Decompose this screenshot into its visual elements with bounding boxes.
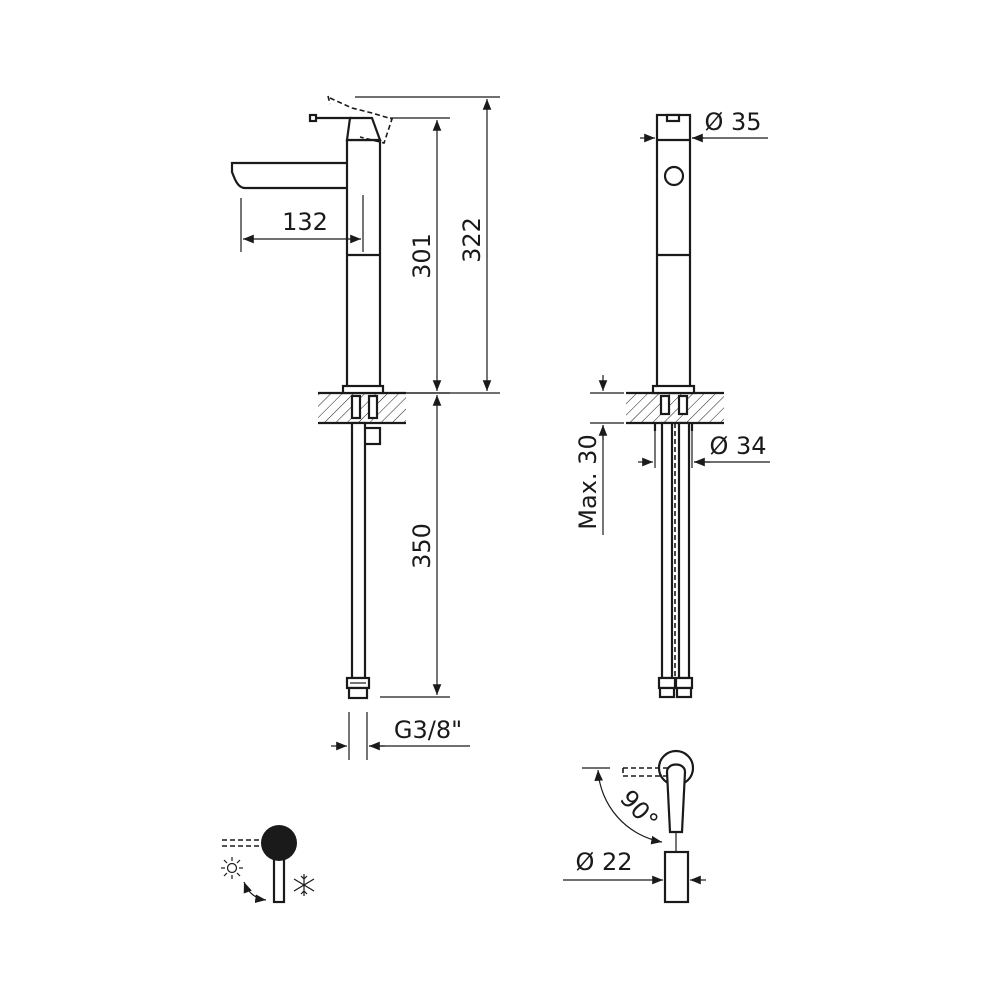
operation-legend bbox=[221, 825, 315, 904]
hose-front bbox=[350, 421, 367, 680]
faucet-body-side bbox=[655, 113, 692, 390]
worktop-section-front bbox=[318, 391, 406, 425]
dim-lever-diameter: Ø 22 bbox=[575, 848, 632, 876]
lever-knob bbox=[261, 825, 297, 861]
spout bbox=[230, 161, 352, 190]
side-view: Ø 35 Ø 34 Max. 30 bbox=[574, 108, 770, 699]
dim-lever-angle: 90° bbox=[614, 784, 663, 834]
faucet-body bbox=[345, 138, 382, 392]
lever-hub bbox=[663, 165, 685, 187]
lever-alt-position bbox=[329, 97, 394, 144]
lever-top bbox=[665, 763, 687, 834]
worktop-section-side bbox=[626, 391, 724, 425]
lever-head bbox=[345, 116, 382, 142]
dim-fixing-diameter: Ø 34 bbox=[709, 432, 766, 460]
sun-icon bbox=[221, 857, 243, 879]
front-view: 132 301 322 350 G3/8" bbox=[230, 95, 500, 760]
top-view: 90° Ø 22 bbox=[563, 749, 706, 904]
base-plate bbox=[341, 384, 385, 395]
hose-side-right bbox=[677, 421, 691, 680]
dim-connection-thread: G3/8" bbox=[394, 716, 462, 744]
dim-body-height: 301 bbox=[408, 233, 436, 279]
dim-spout-reach: 132 bbox=[282, 208, 328, 236]
hose-side-left bbox=[660, 421, 674, 680]
dim-body-diameter: Ø 35 bbox=[704, 108, 761, 136]
dim-max-worktop: Max. 30 bbox=[574, 434, 602, 529]
snowflake-icon bbox=[293, 874, 315, 896]
dim-total-height: 322 bbox=[458, 217, 486, 263]
curved-arrow-icon bbox=[243, 881, 267, 903]
dim-hose-length: 350 bbox=[408, 523, 436, 569]
